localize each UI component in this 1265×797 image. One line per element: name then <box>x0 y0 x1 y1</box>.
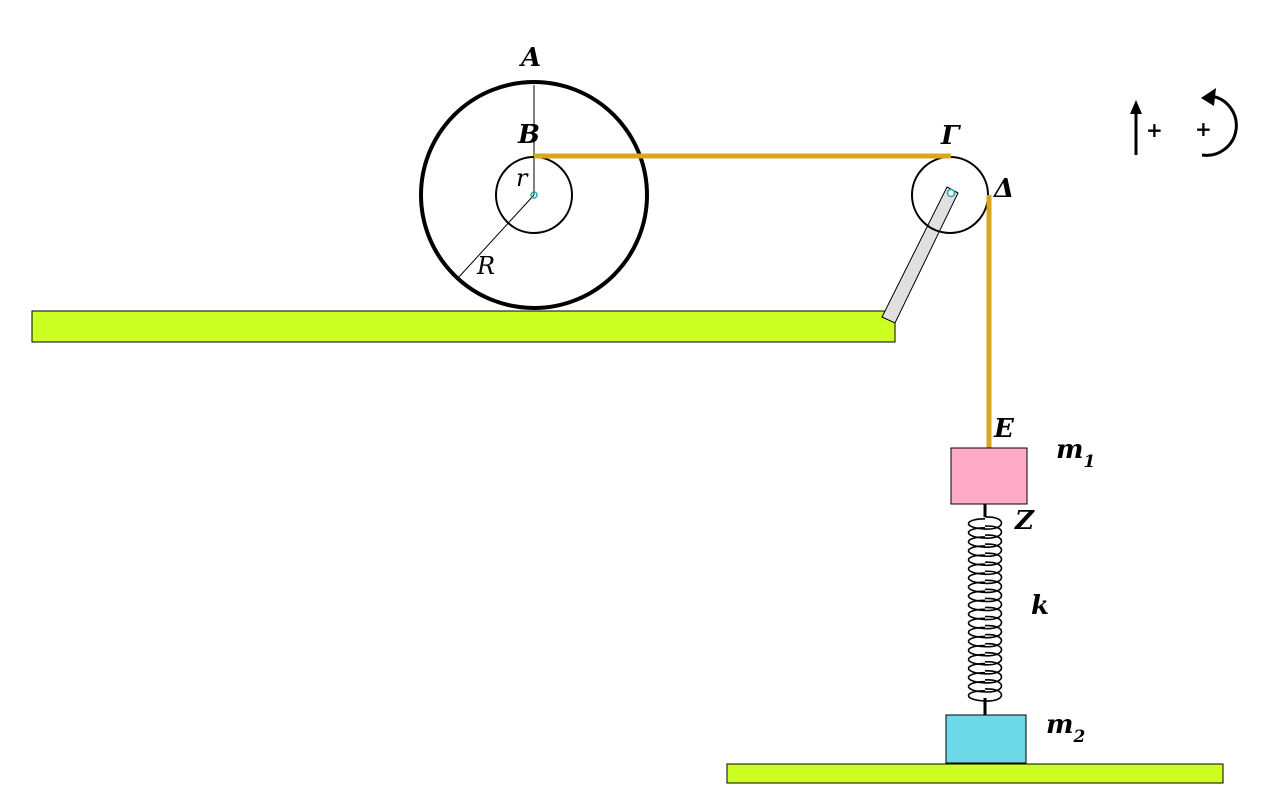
yoyo-wheel <box>419 80 649 310</box>
string <box>534 153 992 448</box>
label-B: B <box>517 120 540 150</box>
wheel-center-dot <box>530 191 538 199</box>
up-arrow-icon <box>1130 100 1142 155</box>
label-m1-letter: m <box>1056 435 1084 465</box>
label-k: k <box>1031 591 1049 621</box>
label-A: A <box>518 43 541 73</box>
pulley-axle-dot <box>946 188 956 198</box>
label-Delta: Δ <box>992 174 1014 204</box>
label-E: E <box>993 414 1015 444</box>
upper-ground <box>31 310 896 343</box>
label-Z: Z <box>1014 506 1035 536</box>
label-Gamma: Γ <box>940 121 961 151</box>
spring <box>967 504 1003 715</box>
rotation-plus-sign: + <box>1195 117 1212 141</box>
counterclockwise-arrow-icon <box>1201 88 1238 157</box>
lower-ground <box>726 763 1224 784</box>
radius-line-R <box>457 194 535 279</box>
label-R: R <box>476 252 495 280</box>
outer-disk <box>419 80 649 310</box>
label-m1: m1 <box>1056 435 1095 472</box>
label-m2: m2 <box>1046 710 1086 747</box>
pulley <box>911 156 989 234</box>
sign-convention: + + <box>1130 88 1238 157</box>
label-m1-subscript: 1 <box>1084 452 1096 472</box>
mass-m2-block <box>945 714 1027 764</box>
label-m2-subscript: 2 <box>1073 727 1086 747</box>
label-r: r <box>516 164 529 192</box>
label-m2-letter: m <box>1046 710 1074 740</box>
pulley-support-rod <box>881 186 959 324</box>
spring-coil <box>967 516 1003 702</box>
mass-m1-block <box>950 447 1028 505</box>
translation-plus-sign: + <box>1146 118 1163 142</box>
